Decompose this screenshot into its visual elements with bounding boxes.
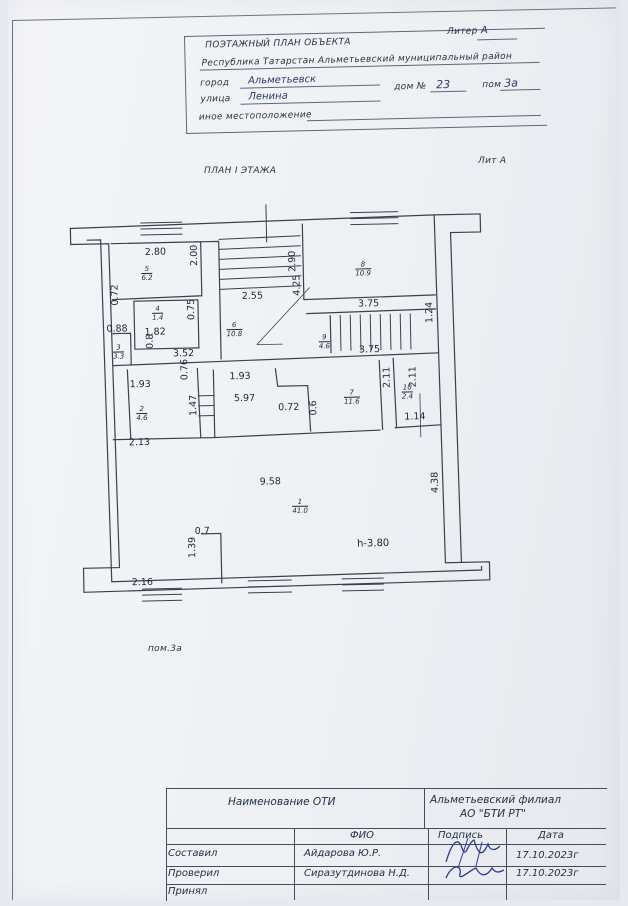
dimension-label: 1.39: [186, 536, 199, 559]
col-sign: Подпись: [438, 830, 483, 841]
document-sheet: ПОЭТАЖНЫЙ ПЛАН ОБЪЕКТА Литер А Республик…: [8, 0, 620, 901]
room-number: 10: [401, 383, 414, 393]
col-date: Дата: [538, 830, 564, 841]
dimension-label: 3.75: [357, 298, 380, 310]
room-area: 41.0: [292, 506, 308, 515]
room-area: 10.9: [355, 269, 372, 278]
row-1-date: 17.10.2023г: [516, 850, 579, 861]
dimension-label: 0.76: [179, 358, 191, 381]
row-2-date: 17.10.2023г: [516, 868, 579, 879]
room-number: 1: [292, 497, 308, 507]
row-2-role: Проверил: [168, 868, 220, 879]
dimension-label: 4.25: [291, 274, 303, 296]
dimension-label: 3.52: [172, 347, 195, 360]
plan-title: ПЛАН I ЭТАЖА: [204, 166, 277, 176]
frame-left-line: [12, 20, 13, 900]
room-number: 9: [318, 333, 330, 343]
dimension-label: 0.88: [106, 323, 128, 335]
dimension-label: 1.93: [229, 370, 251, 383]
room-area: 2.4: [401, 392, 414, 401]
dimension-label: 2.00: [188, 244, 201, 267]
dimension-label: 2.13: [128, 436, 151, 449]
dimension-label: 1.24: [423, 301, 436, 324]
dimension-label: 0.72: [109, 284, 121, 306]
oti-label: Наименование ОТИ: [228, 796, 336, 808]
org-line1: Альметьевский филиал: [430, 794, 561, 806]
dimension-label: 2.55: [241, 290, 264, 302]
dimension-label: 0.75: [185, 298, 198, 321]
room-number: 8: [355, 260, 371, 270]
row-3-role: Принял: [168, 886, 208, 897]
room-number: 4: [151, 304, 164, 314]
dimension-label: 0.6: [308, 400, 320, 416]
dimension-label: 1.14: [404, 411, 426, 423]
row-2-name: Сиразутдинова Н.Д.: [304, 868, 410, 879]
room-number: 6: [226, 320, 243, 331]
room-area: 3.3: [112, 352, 125, 361]
signature-2: [445, 866, 505, 879]
dimension-label: 2.90: [286, 250, 299, 272]
dimension-label: 0.8: [144, 333, 156, 349]
plan-lit-label: Лит А: [478, 156, 507, 166]
room-area: 4.6: [318, 342, 331, 351]
room-number: 3: [112, 343, 125, 353]
dimension-label: 1.47: [187, 394, 200, 417]
dimension-label: 4.38: [429, 471, 441, 494]
room-area: 4.6: [136, 413, 148, 423]
room-number: 7: [343, 388, 360, 398]
room-area: 10.8: [226, 329, 243, 339]
dimension-label: 0.72: [278, 401, 300, 414]
room-number: 2: [136, 404, 148, 415]
dimension-label: 2.80: [144, 246, 167, 258]
dimension-label: 2.11: [381, 366, 393, 389]
col-fio: ФИО: [350, 830, 374, 841]
room-area: 6.2: [141, 273, 153, 283]
title-stamp: Наименование ОТИ Альметьевский филиал АО…: [166, 788, 607, 901]
room-number: 5: [141, 264, 153, 275]
signature-1: [445, 837, 501, 869]
room-area: 11.6: [343, 397, 360, 406]
dimension-label: 9.58: [259, 476, 281, 488]
room-area: 1.4: [152, 313, 164, 322]
premise-label: пом.3а: [148, 644, 183, 654]
dimension-label: 3.75: [358, 344, 381, 356]
ceiling-height: h-3.80: [356, 537, 390, 550]
row-1-role: Составил: [168, 848, 218, 859]
dimension-label: 0.7: [194, 525, 210, 537]
dimension-label: 1.93: [129, 378, 151, 391]
dimension-label: 2.16: [131, 576, 154, 589]
row-1-name: Айдарова Ю.Р.: [304, 848, 382, 859]
dimension-label: 5.97: [233, 392, 256, 405]
org-line2: АО "БТИ РТ": [460, 808, 526, 820]
